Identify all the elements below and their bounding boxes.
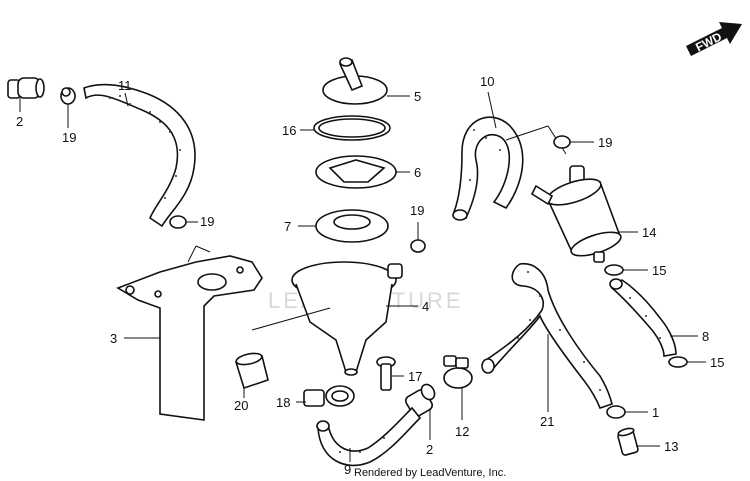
callout-19-d[interactable]: 19 <box>598 135 612 150</box>
callout-21[interactable]: 21 <box>540 414 554 429</box>
callout-12[interactable]: 12 <box>455 424 469 439</box>
cap-part-5[interactable] <box>322 57 388 105</box>
callout-15-a[interactable]: 15 <box>652 263 666 278</box>
callout-17[interactable]: 17 <box>408 369 422 384</box>
clip-part-1[interactable] <box>606 405 626 419</box>
hose-part-9[interactable] <box>316 406 422 467</box>
hose-part-8[interactable] <box>609 278 677 357</box>
fitting-part-2[interactable] <box>7 77 45 99</box>
callout-19-c[interactable]: 19 <box>410 203 424 218</box>
clip-part-19-b[interactable] <box>169 215 187 229</box>
clamp-part-12[interactable] <box>443 355 473 389</box>
callout-1[interactable]: 1 <box>652 405 659 420</box>
cap-part-13[interactable] <box>617 427 639 456</box>
clip-part-15-a[interactable] <box>604 264 624 276</box>
callout-8[interactable]: 8 <box>702 329 709 344</box>
callout-10[interactable]: 10 <box>480 74 494 89</box>
callout-15-b[interactable]: 15 <box>710 355 724 370</box>
callout-11[interactable]: 11 <box>118 78 132 93</box>
callout-3[interactable]: 3 <box>110 331 117 346</box>
callout-5[interactable]: 5 <box>414 89 421 104</box>
callout-7[interactable]: 7 <box>284 219 291 234</box>
gasket-part-7[interactable] <box>315 209 389 243</box>
callout-14[interactable]: 14 <box>642 225 656 240</box>
fwd-arrow-icon: FWD <box>686 22 742 56</box>
credit-text: Rendered by LeadVenture, Inc. <box>354 467 506 479</box>
callout-6[interactable]: 6 <box>414 165 421 180</box>
hose-part-10[interactable] <box>452 116 524 221</box>
screen-part-6[interactable] <box>315 155 397 189</box>
clip-part-19-c[interactable] <box>410 239 426 253</box>
filter-bowl-part-4[interactable] <box>291 261 403 376</box>
fitting-part-2-b[interactable] <box>404 382 437 418</box>
hose-part-21[interactable] <box>481 263 613 409</box>
clamp-part-18[interactable] <box>303 385 355 407</box>
callout-4[interactable]: 4 <box>422 299 429 314</box>
o-ring-part-16[interactable] <box>313 115 391 141</box>
callout-19-a[interactable]: 19 <box>62 130 76 145</box>
callout-20[interactable]: 20 <box>234 398 248 413</box>
callout-13[interactable]: 13 <box>664 439 678 454</box>
screw-part-17[interactable] <box>376 356 396 391</box>
hose-part-11[interactable] <box>83 83 196 228</box>
sleeve-part-20[interactable] <box>234 351 269 390</box>
callout-9[interactable]: 9 <box>344 462 351 477</box>
callout-2-b[interactable]: 2 <box>426 442 433 457</box>
clip-part-19-d[interactable] <box>553 135 571 149</box>
bracket-part-3[interactable] <box>116 245 263 421</box>
callout-2-a[interactable]: 2 <box>16 114 23 129</box>
callout-19-b[interactable]: 19 <box>200 214 214 229</box>
callout-18[interactable]: 18 <box>276 395 290 410</box>
callout-16[interactable]: 16 <box>282 123 296 138</box>
fuel-filter-part-14[interactable] <box>530 165 624 263</box>
clip-part-15-b[interactable] <box>668 356 688 368</box>
clip-part-19-a[interactable] <box>60 87 76 105</box>
